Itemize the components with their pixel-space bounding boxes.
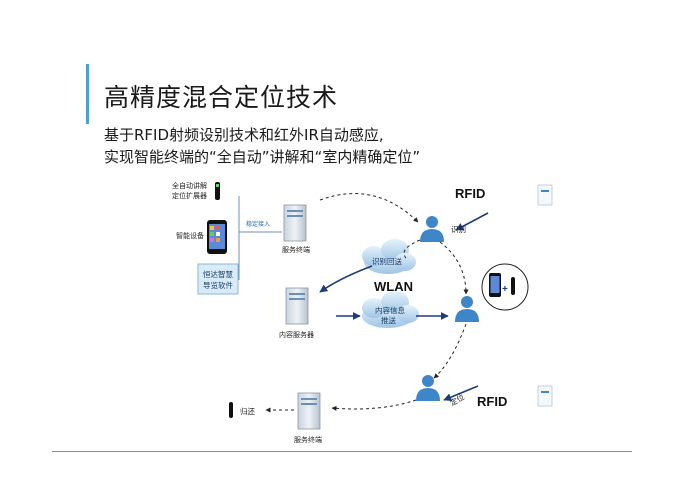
person-locate-icon (416, 375, 440, 401)
subtitle-line-1: 基于RFID射频设别技术和红外IR自动感应, (104, 126, 384, 144)
rfid-reader-top (537, 184, 553, 206)
dashed-arrow-to-identify (319, 193, 419, 223)
wlan-label: WLAN (374, 279, 413, 294)
smart-device-label: 智能设备 (176, 231, 204, 240)
service-terminal-top (283, 204, 307, 242)
arrow-rfid-locate (443, 385, 479, 401)
guide-software-box: 恒达智慧 导览软件 (197, 263, 239, 295)
person-identify-icon (420, 216, 444, 242)
dashed-arrow-to-locate (433, 323, 467, 379)
arrow-rfid-identify (455, 212, 489, 231)
user-device-circle: + (481, 263, 529, 311)
cloud-content-push (362, 291, 419, 328)
expander-label-1: 全自动讲解 (172, 181, 207, 190)
dashed-arrow-to-cloud (403, 239, 421, 261)
software-label-2: 导览软件 (203, 280, 233, 290)
return-label: 归还 (240, 406, 255, 416)
cloud-identify-return (362, 239, 416, 274)
software-label-1: 恒达智慧 (203, 269, 233, 279)
identify-label: 识别 (451, 225, 466, 234)
footer-divider (52, 451, 632, 452)
stable-link-label: 稳定接入 (246, 220, 270, 228)
cloud-content-push-label-1: 内容信息 (375, 305, 405, 315)
dashed-arrow-to-terminal (331, 399, 417, 411)
service-terminal-bottom-label: 服务终端 (294, 435, 322, 444)
smart-phone-icon (207, 220, 227, 254)
expander-label-2: 定位扩展器 (172, 191, 207, 200)
dashed-arrow-to-user (439, 241, 469, 295)
rfid-reader-bottom (537, 385, 553, 407)
page-subtitle: 基于RFID射频设别技术和红外IR自动感应, 实现智能终端的“全自动”讲解和“室… (104, 124, 420, 168)
service-terminal-top-label: 服务终端 (282, 245, 310, 254)
person-user-icon (455, 296, 479, 322)
service-terminal-bottom (297, 392, 321, 430)
rfid-bottom-label: RFID (477, 394, 507, 409)
title-accent-bar (86, 64, 89, 124)
locate-label: 定位 (448, 391, 466, 407)
content-server (285, 287, 309, 325)
cloud-identify-return-label: 识别回送 (372, 256, 402, 266)
rfid-top-label: RFID (455, 186, 485, 201)
content-server-label: 内容服务器 (279, 330, 314, 339)
arrow-cloud-to-content-server (319, 265, 373, 293)
subtitle-line-2: 实现智能终端的“全自动”讲解和“室内精确定位” (104, 148, 421, 166)
page-title: 高精度混合定位技术 (104, 83, 339, 112)
positioning-expander-device (215, 182, 220, 200)
returned-device-icon (229, 402, 233, 418)
svg-text:+: + (502, 284, 508, 295)
cloud-content-push-label-2: 推送 (381, 315, 396, 325)
